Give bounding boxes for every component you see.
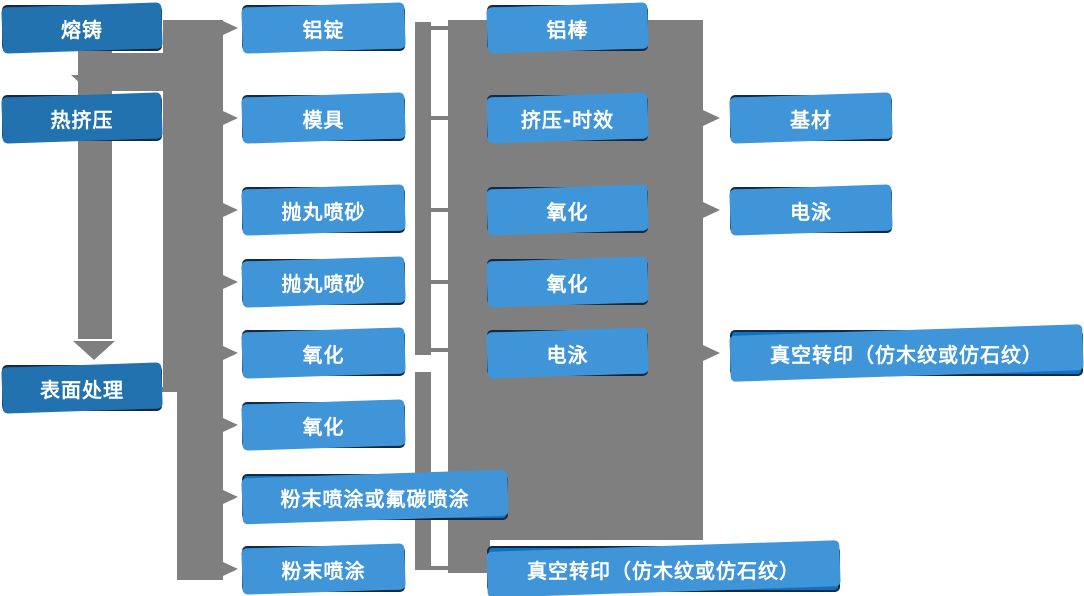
node-label: 抛丸喷砂	[281, 271, 366, 296]
right-arrowhead-icon	[223, 203, 238, 217]
right-arrowhead-icon	[223, 111, 238, 125]
node-label: 热挤压	[50, 107, 114, 132]
node-label: 粉末喷涂或氟碳喷涂	[280, 486, 470, 511]
node-label: 抛丸喷砂	[281, 199, 366, 224]
right-arrowhead-icon	[223, 490, 238, 504]
node-label: 氧化	[302, 414, 345, 439]
node-shot-blasting-1: 抛丸喷砂	[242, 187, 405, 233]
node-oxidation-2: 氧化	[242, 402, 405, 448]
node-hot-extrusion: 热挤压	[2, 95, 162, 141]
node-label: 真空转印（仿木纹或仿石纹）	[770, 342, 1043, 367]
node-label: 电泳	[790, 199, 832, 224]
connector-tick	[431, 116, 448, 120]
connector-tick	[431, 26, 448, 30]
node-electrophoresis-2: 电泳	[730, 187, 892, 233]
node-surface-treatment: 表面处理	[2, 365, 162, 411]
right-arrowhead-icon	[703, 202, 720, 218]
node-label: 氧化	[546, 199, 589, 224]
node-label: 熔铸	[61, 17, 103, 42]
right-arrowhead-icon	[223, 275, 238, 289]
node-oxidation-4: 氧化	[487, 259, 648, 305]
node-label: 挤压-时效	[520, 107, 615, 132]
connector-tick	[431, 280, 448, 284]
node-label: 表面处理	[40, 377, 124, 402]
node-label: 氧化	[302, 342, 345, 367]
node-oxidation-1: 氧化	[242, 330, 405, 376]
node-vacuum-transfer-1: 真空转印（仿木纹或仿石纹）	[487, 546, 840, 592]
right-arrowhead-icon	[223, 418, 238, 432]
node-oxidation-3: 氧化	[487, 187, 648, 233]
connector-middle-bar-lower	[415, 372, 431, 570]
node-powder-or-fluorocarbon: 粉末喷涂或氟碳喷涂	[242, 474, 508, 520]
connector-middle-bar-upper	[415, 22, 431, 355]
connector-tick	[431, 208, 448, 212]
node-extrusion-aging: 挤压-时效	[487, 95, 648, 141]
node-label: 铝棒	[546, 17, 589, 42]
node-mold: 模具	[242, 95, 405, 141]
connector-process-panel-foot	[448, 540, 490, 573]
connector-tick	[431, 566, 448, 570]
right-arrowhead-icon	[223, 346, 238, 360]
node-powder-coating: 粉末喷涂	[242, 546, 405, 592]
right-arrowhead-icon	[703, 345, 720, 361]
node-aluminum-rod: 铝棒	[487, 5, 648, 51]
node-label: 基材	[790, 107, 832, 132]
down-arrowhead-icon	[73, 341, 115, 360]
down-arrowhead-icon	[71, 75, 113, 94]
node-label: 真空转印（仿木纹或仿石纹）	[527, 558, 800, 583]
node-substrate: 基材	[730, 95, 892, 141]
node-label: 氧化	[546, 271, 589, 296]
node-vacuum-transfer-2: 真空转印（仿木纹或仿石纹）	[730, 330, 1083, 376]
connector-tick	[431, 348, 448, 352]
right-arrowhead-icon	[223, 562, 238, 576]
node-label: 模具	[302, 107, 345, 132]
right-arrowhead-icon	[223, 21, 238, 35]
node-shot-blasting-2: 抛丸喷砂	[242, 259, 405, 305]
node-aluminum-ingot: 铝锭	[242, 5, 405, 51]
node-electrophoresis-1: 电泳	[487, 330, 648, 376]
right-arrowhead-icon	[703, 110, 720, 126]
node-label: 电泳	[546, 342, 589, 367]
node-label: 铝锭	[302, 17, 345, 42]
node-label: 粉末喷涂	[281, 558, 366, 583]
connector-main-vertical-bar	[163, 20, 223, 392]
node-melt-cast: 熔铸	[2, 5, 162, 51]
connector-lower-vertical-bar	[177, 356, 223, 580]
connector-surface-treatment-stub	[160, 387, 179, 392]
